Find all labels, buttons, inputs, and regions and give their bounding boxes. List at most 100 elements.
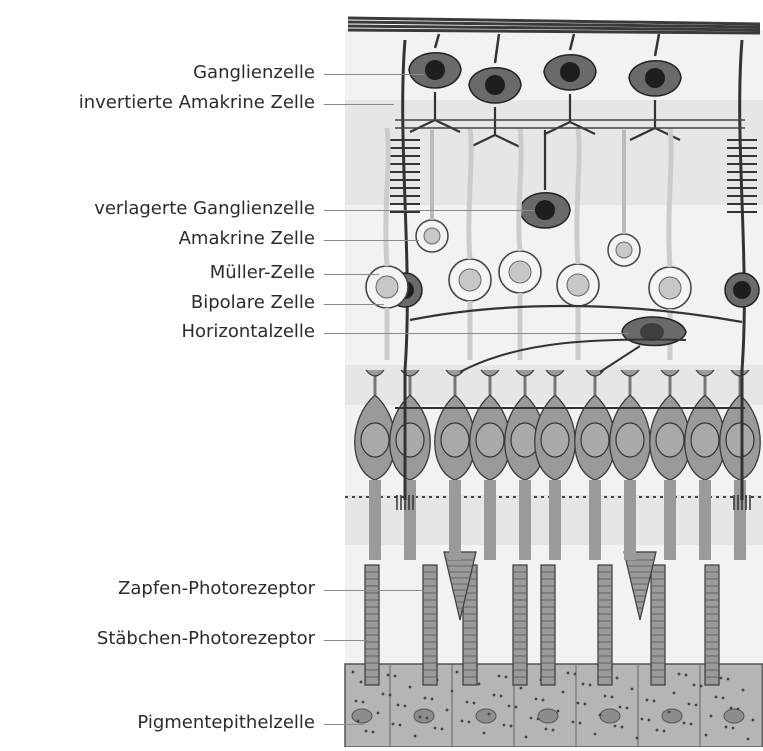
pigment-granule	[503, 724, 506, 727]
bipolar-cell-nucleus	[376, 276, 398, 298]
pigment-granule	[614, 725, 617, 728]
bipolar-cell-nucleus	[659, 277, 681, 299]
pigment-granule	[451, 690, 454, 693]
pigment-granule	[394, 675, 397, 678]
pigment-granule	[732, 727, 735, 730]
pigment-granule	[360, 681, 363, 684]
pigment-granule	[557, 710, 560, 713]
pigment-granule	[414, 735, 417, 738]
pigment-granule	[387, 674, 390, 677]
pigment-granule	[365, 730, 368, 733]
pigment-granule	[382, 693, 385, 696]
pigment-granule	[535, 698, 538, 701]
pigment-granule	[752, 719, 755, 722]
pigment-granule	[636, 737, 639, 740]
pigment-granule	[488, 713, 491, 716]
pigment-granule	[663, 730, 666, 733]
pigment-granule	[446, 709, 449, 712]
pigment-granule	[466, 701, 469, 704]
rod-outer-segment	[365, 565, 379, 685]
photoreceptor-nucleus	[581, 423, 609, 457]
leader-mueller	[324, 274, 379, 275]
leader-displaced-ganglion	[324, 210, 534, 211]
rod-outer-segment	[651, 565, 665, 685]
pigment-granule	[673, 692, 676, 695]
pigment-granule	[742, 689, 745, 692]
pigment-granule	[510, 725, 513, 728]
pigment-granule	[483, 732, 486, 735]
pigment-granule	[668, 711, 671, 714]
label-pigment-epithelial-cell: Pigmentepithelzelle	[137, 712, 315, 734]
pigment-granule	[631, 688, 634, 691]
pigment-granule	[352, 671, 355, 674]
pigment-granule	[404, 705, 407, 708]
pigment-granule	[409, 686, 412, 689]
pigment-granule	[648, 719, 651, 722]
pigment-granule	[653, 700, 656, 703]
rpe-nucleus	[724, 709, 744, 723]
label-rod-photoreceptor: Stäbchen-Photorezeptor	[97, 628, 315, 650]
amacrine-cell-nucleus	[616, 242, 632, 258]
rod-outer-segment	[513, 565, 527, 685]
pigment-granule	[357, 720, 360, 723]
pigment-granule	[419, 716, 422, 719]
pigment-granule	[619, 706, 622, 709]
leader-amacrine	[324, 240, 419, 241]
pigment-granule	[720, 677, 723, 680]
pigment-granule	[621, 726, 624, 729]
leader-inv-amacrine	[324, 104, 394, 105]
pigment-granule	[730, 707, 733, 710]
pigment-granule	[690, 723, 693, 726]
bipolar-cell-nucleus	[567, 274, 589, 296]
pigment-granule	[525, 736, 528, 739]
layer-band	[345, 100, 763, 205]
ganglion-cell-nucleus	[425, 60, 445, 80]
label-mueller-cell: Müller-Zelle	[210, 262, 315, 284]
pigment-granule	[584, 703, 587, 706]
pigment-granule	[567, 672, 570, 675]
pigment-granule	[646, 699, 649, 702]
pigment-granule	[582, 683, 585, 686]
pigment-granule	[505, 676, 508, 679]
pigment-granule	[552, 729, 555, 732]
rpe-nucleus	[662, 709, 682, 723]
leader-ganglion	[324, 74, 424, 75]
pigment-granule	[611, 696, 614, 699]
photoreceptor-nucleus	[656, 423, 684, 457]
bipolar-cell-nucleus	[509, 261, 531, 283]
rpe-nucleus	[352, 709, 372, 723]
pigment-granule	[715, 696, 718, 699]
pigment-granule	[530, 717, 533, 720]
pigment-granule	[389, 694, 392, 697]
pigment-granule	[626, 707, 629, 710]
pigment-granule	[579, 722, 582, 725]
label-horizontal-cell: Horizontalzelle	[181, 321, 315, 343]
bipolar-cell-axon	[519, 128, 521, 251]
label-amacrine-cell: Amakrine Zelle	[179, 228, 315, 250]
pigment-granule	[641, 718, 644, 721]
pigment-granule	[441, 728, 444, 731]
ganglion-cell-nucleus	[645, 68, 665, 88]
leader-bipolar	[324, 304, 384, 305]
pigment-granule	[431, 698, 434, 701]
ganglion-cell-nucleus	[560, 62, 580, 82]
pigment-granule	[537, 718, 540, 721]
photoreceptor-nucleus	[441, 423, 469, 457]
label-inverted-amacrine-cell: invertierte Amakrine Zelle	[79, 92, 315, 114]
pigment-granule	[392, 723, 395, 726]
pigment-granule	[722, 697, 725, 700]
pigment-granule	[493, 694, 496, 697]
pigment-granule	[700, 685, 703, 688]
label-bipolar-cell: Bipolare Zelle	[191, 292, 315, 314]
pigment-granule	[693, 684, 696, 687]
leader-horizontal	[324, 333, 629, 334]
pigment-granule	[683, 722, 686, 725]
pigment-granule	[355, 700, 358, 703]
rpe-nucleus	[476, 709, 496, 723]
rod-outer-segment	[598, 565, 612, 685]
bipolar-cell-axon	[469, 128, 471, 259]
photoreceptor-nucleus	[691, 423, 719, 457]
photoreceptor-nucleus	[541, 423, 569, 457]
displaced-ganglion-nucleus	[535, 200, 555, 220]
rod-outer-segment	[423, 565, 437, 685]
